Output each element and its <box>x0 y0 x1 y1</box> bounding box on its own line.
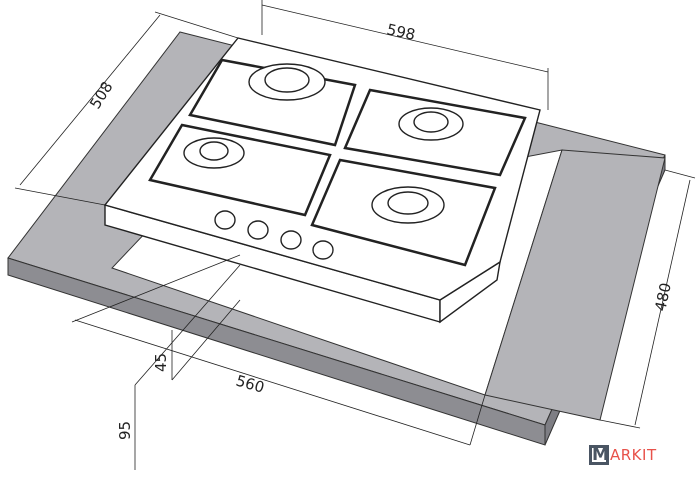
cutout-width-label: 560 <box>234 372 266 397</box>
hob <box>103 37 541 324</box>
knobs <box>214 210 334 260</box>
depth-label: 508 <box>86 78 116 112</box>
logo-letter-m: M <box>589 445 609 465</box>
logo-text: ARKIT <box>610 446 657 464</box>
height-above-label: 45 <box>152 353 170 372</box>
burners <box>183 63 464 224</box>
cutout-depth-label: 480 <box>651 281 675 313</box>
width-label: 598 <box>385 20 417 44</box>
markit-logo: M ARKIT <box>589 445 657 465</box>
dimension-lines <box>14 0 696 470</box>
height-below-label: 95 <box>116 421 134 440</box>
